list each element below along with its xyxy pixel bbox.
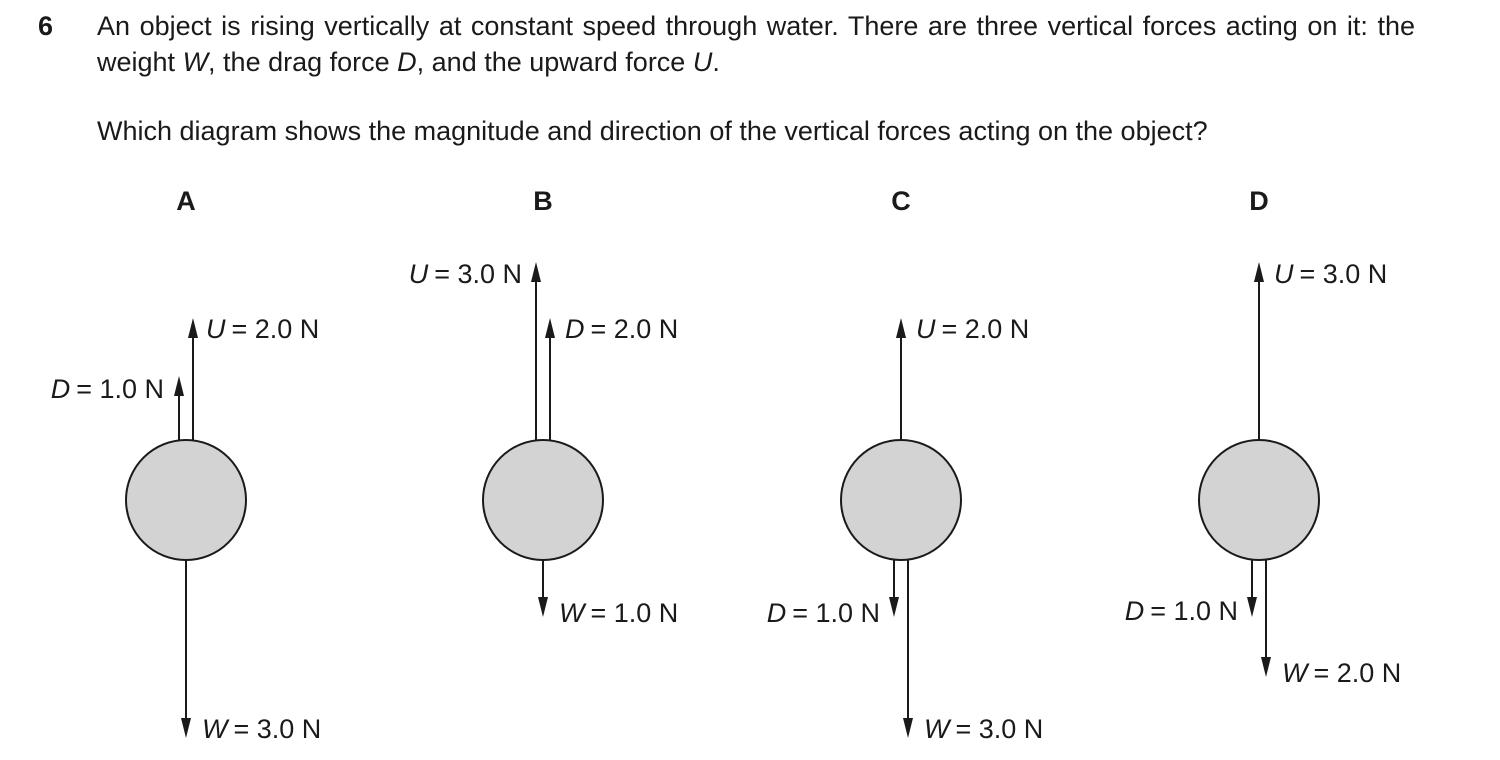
- question-stem: An object is rising vertically at consta…: [97, 8, 1415, 80]
- drag-symbol: D: [397, 47, 417, 77]
- label-w-b: W= 1.0 N: [559, 598, 678, 628]
- stem-text-1: An object is rising vertically at consta…: [97, 11, 1415, 77]
- arrowhead-u-b: [531, 262, 541, 282]
- arrowhead-u-c: [896, 318, 906, 338]
- question-number: 6: [38, 11, 54, 41]
- option-a[interactable]: A D= 1.0 N U= 2.0 N W= 3.0 N: [51, 186, 322, 744]
- label-u-a: U= 2.0 N: [206, 314, 319, 344]
- label-w-a: W= 3.0 N: [202, 714, 321, 744]
- arrowhead-d-c: [889, 597, 899, 617]
- object-circle-c: [840, 439, 962, 561]
- arrowhead-u-a: [188, 318, 198, 338]
- stem-text-3: , and the upward force: [416, 47, 693, 77]
- option-c[interactable]: C D= 1.0 N U= 2.0 N W= 3.0 N: [767, 186, 1044, 744]
- label-d-b: D= 2.0 N: [565, 314, 678, 344]
- label-w-c: W= 3.0 N: [924, 714, 1043, 744]
- label-u-b: U= 3.0 N: [409, 259, 522, 289]
- stem-text-2: , the drag force: [208, 47, 398, 77]
- arrowhead-w-a: [181, 718, 191, 738]
- object-circle-a: [125, 439, 247, 561]
- arrowhead-d-a: [174, 376, 184, 396]
- option-b[interactable]: B U= 3.0 N D= 2.0 N W= 1.0 N: [409, 186, 679, 628]
- label-d-d: D= 1.0 N: [1125, 596, 1238, 626]
- question-prompt: Which diagram shows the magnitude and di…: [97, 116, 1208, 146]
- object-circle-b: [482, 439, 604, 561]
- option-letter-a: A: [176, 186, 196, 216]
- object-circle-d: [1198, 439, 1320, 561]
- label-u-c: U= 2.0 N: [916, 314, 1029, 344]
- arrowhead-w-d: [1261, 657, 1271, 677]
- label-u-d: U= 3.0 N: [1274, 259, 1387, 289]
- label-d-a: D= 1.0 N: [51, 374, 164, 404]
- weight-symbol: W: [182, 47, 209, 77]
- arrowhead-w-c: [903, 718, 913, 738]
- arrowhead-u-d: [1254, 262, 1264, 282]
- label-w-d: W= 2.0 N: [1282, 658, 1401, 688]
- label-d-c: D= 1.0 N: [767, 598, 880, 628]
- arrowhead-d-b: [545, 318, 555, 338]
- option-letter-b: B: [533, 186, 553, 216]
- arrowhead-w-b: [538, 597, 548, 617]
- option-letter-d: D: [1249, 186, 1269, 216]
- arrowhead-d-d: [1247, 597, 1257, 617]
- upward-symbol: U: [692, 47, 713, 77]
- option-d[interactable]: D U= 3.0 N D= 1.0 N W= 2.0 N: [1125, 186, 1402, 688]
- option-letter-c: C: [891, 186, 911, 216]
- stem-text-4: .: [712, 47, 720, 77]
